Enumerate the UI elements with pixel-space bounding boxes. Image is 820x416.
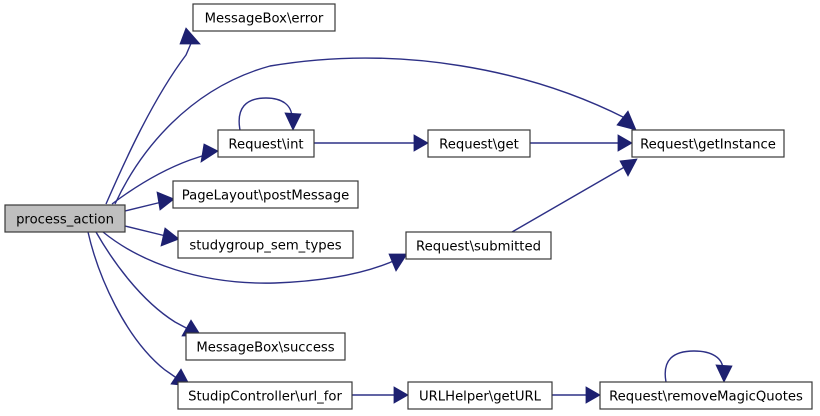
edge-layer	[87, 27, 733, 404]
edge-urlhelper_geturl-to-request_removemagicquotes	[552, 386, 601, 404]
node-request_get[interactable]: Request\get	[427, 129, 531, 158]
node-label-request_removemagicquotes: Request\removeMagicQuotes	[609, 390, 803, 405]
node-label-request_get: Request\get	[439, 138, 519, 153]
node-studipcontroller_url_for[interactable]: StudipController\url_for	[177, 381, 353, 410]
node-label-studipcontroller_url_for: StudipController\url_for	[188, 390, 342, 405]
node-label-process_action: process_action	[16, 213, 114, 228]
node-pagelayout_postmessage[interactable]: PageLayout\postMessage	[172, 180, 359, 209]
node-messagebox_error[interactable]: MessageBox\error	[192, 3, 336, 32]
edge-request_get-to-request_getinstance	[530, 134, 633, 152]
edge-request_submitted-to-request_getinstance	[511, 158, 638, 233]
node-label-studygroup_sem_types: studygroup_sem_types	[189, 239, 341, 254]
edge-process_action-to-pagelayout_postmessage	[124, 191, 175, 212]
edge-request_removemagicquotes-self-loop	[664, 350, 733, 383]
node-label-messagebox_error: MessageBox\error	[205, 12, 324, 27]
node-request_int[interactable]: Request\int	[217, 129, 315, 158]
node-layer: process_action MessageBox\error Request\…	[4, 3, 813, 410]
edge-request_int-self-loop	[238, 97, 302, 131]
node-label-request_int: Request\int	[228, 138, 303, 153]
node-request_submitted[interactable]: Request\submitted	[405, 231, 552, 260]
node-label-request_getinstance: Request\getInstance	[640, 138, 776, 153]
node-label-request_submitted: Request\submitted	[416, 240, 541, 255]
node-request_removemagicquotes[interactable]: Request\removeMagicQuotes	[599, 381, 813, 410]
edge-process_action-to-messagebox_error	[105, 27, 201, 205]
node-label-urlhelper_geturl: URLHelper\getURL	[419, 390, 542, 405]
edge-request_int-to-request_get	[314, 134, 429, 152]
edge-process_action-to-request_submitted	[102, 231, 408, 284]
node-label-messagebox_success: MessageBox\success	[196, 341, 334, 356]
node-process_action[interactable]: process_action	[4, 204, 126, 233]
node-request_getinstance[interactable]: Request\getInstance	[631, 129, 785, 158]
edge-process_action-to-studygroup_sem_types	[124, 225, 180, 247]
node-label-pagelayout_postmessage: PageLayout\postMessage	[182, 189, 349, 204]
edge-studipcontroller_url_for-to-urlhelper_geturl	[352, 386, 409, 404]
node-messagebox_success[interactable]: MessageBox\success	[185, 332, 346, 361]
edge-process_action-to-request_int	[111, 143, 219, 205]
edge-process_action-to-request_getinstance	[114, 57, 637, 205]
node-urlhelper_geturl[interactable]: URLHelper\getURL	[407, 381, 553, 410]
node-studygroup_sem_types[interactable]: studygroup_sem_types	[177, 230, 354, 259]
